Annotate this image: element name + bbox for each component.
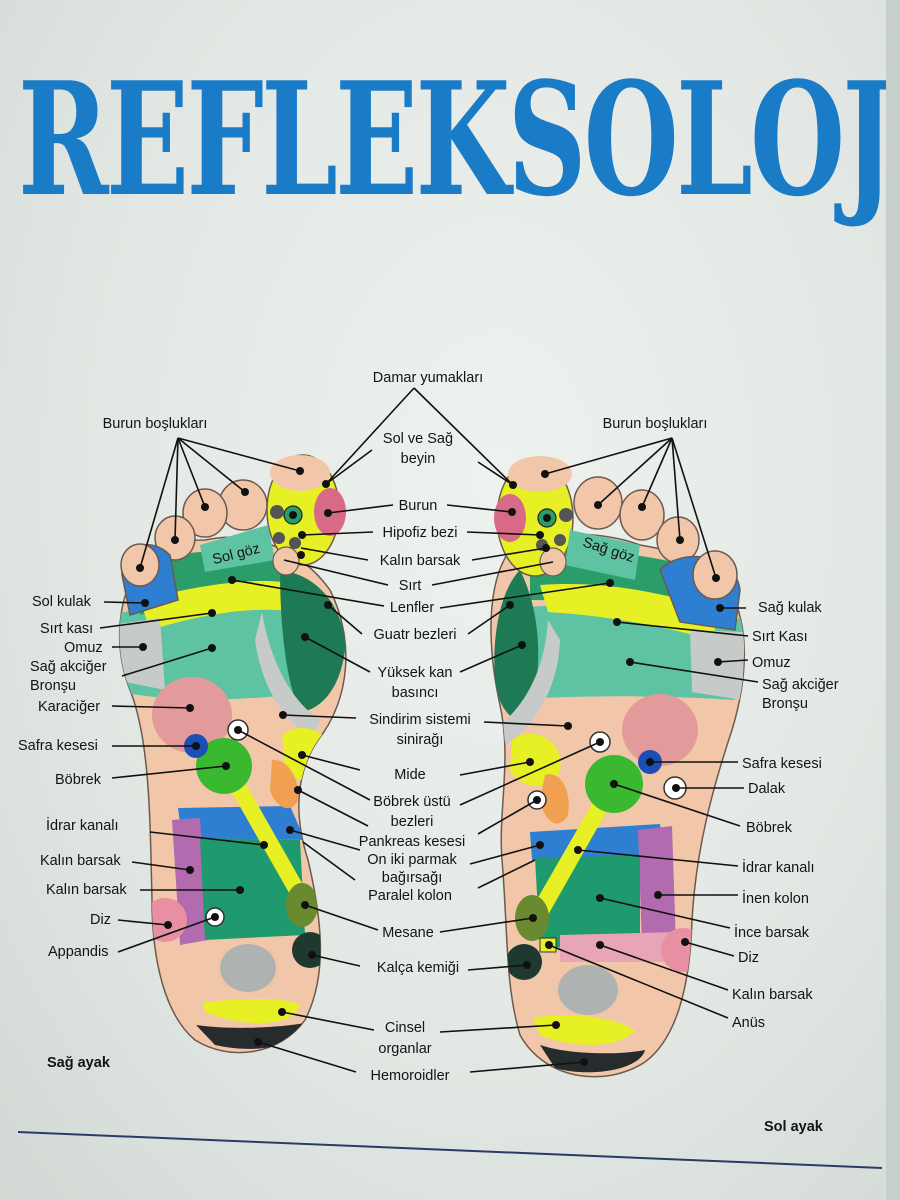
label-sindirim-2: sinirağı (397, 732, 444, 748)
label-appandis: Appandis (48, 944, 108, 960)
label-safra-right: Safra kesesi (742, 756, 822, 772)
label-sirt: Sırt (399, 578, 422, 594)
label-inen-kolon: İnen kolon (742, 889, 809, 907)
label-ince-barsak: İnce barsak (734, 923, 810, 941)
label-kalin-barsak-center: Kalın barsak (380, 553, 461, 569)
label-sag-kulak: Sağ kulak (758, 600, 822, 616)
label-hemoroidler: Hemoroidler (371, 1068, 450, 1084)
label-kalin-barsak-right: Kalın barsak (732, 987, 813, 1003)
label-omuz-left: Omuz (64, 640, 103, 656)
left-toe-3 (182, 488, 228, 538)
left-grey-shoulder (119, 618, 165, 690)
label-damar: Damar yumakları (373, 370, 483, 386)
label-pankreas: Pankreas kesesi (359, 834, 465, 850)
label-burun-bosluklari-right: Burun boşlukları (603, 416, 708, 432)
right-eye-area (565, 530, 640, 580)
label-cinsel-1: Cinsel (385, 1020, 425, 1036)
left-foot: Sol göz (118, 454, 347, 1054)
left-hip (292, 932, 328, 968)
label-dalak: Dalak (748, 781, 786, 797)
label-sol-ayak: Sol ayak (764, 1119, 824, 1135)
label-sag-akciger-right-1: Sağ akciğer (762, 677, 839, 693)
label-idrar-right: İdrar kanalı (742, 858, 815, 876)
left-liver (152, 677, 232, 753)
left-orange (270, 759, 299, 809)
leader-lines (99, 387, 759, 1073)
label-diz-left: Diz (90, 912, 111, 928)
right-heel-grey (558, 965, 618, 1015)
right-colon-pink (560, 932, 680, 962)
label-anus: Anüs (732, 1015, 765, 1031)
label-sag-ayak: Sağ ayak (47, 1055, 111, 1071)
left-grey-arch (255, 612, 320, 740)
right-hip (506, 944, 542, 980)
label-burun: Burun (399, 498, 438, 514)
left-sex-organs (203, 998, 300, 1024)
label-sirt-kasi-right: Sırt Kası (752, 629, 808, 645)
right-colon-purple (638, 826, 676, 948)
label-cinsel-2: organlar (378, 1041, 431, 1057)
label-yuksek-kan-2: basıncı (392, 685, 439, 701)
label-bobrek-right: Böbrek (746, 820, 793, 836)
label-burun-bosluklari-left: Burun boşlukları (103, 416, 208, 432)
label-safra-left: Safra kesesi (18, 738, 98, 754)
left-toes: Sol göz (120, 454, 346, 616)
label-bobrek-ustu-1: Böbrek üstü (373, 794, 450, 810)
label-kalin-barsak-left-2: Kalın barsak (46, 882, 127, 898)
label-sol-kulak: Sol kulak (32, 594, 92, 610)
label-mide: Mide (394, 767, 425, 783)
left-heel-grey (220, 944, 276, 992)
label-guatr: Guatr bezleri (373, 627, 456, 643)
left-colon-blue (178, 806, 305, 840)
label-sindirim-1: Sindirim sistemi (369, 712, 471, 728)
right-hemorrhoid-arc (540, 1045, 645, 1073)
label-kalca: Kalça kemiği (377, 960, 459, 976)
right-knee-pink (661, 928, 705, 972)
right-big-toe-pink (494, 494, 526, 542)
label-bobrek-left: Böbrek (55, 772, 102, 788)
label-kalin-barsak-left-1: Kalın barsak (40, 853, 121, 869)
label-idrar-left: İdrar kanalı (46, 816, 119, 834)
label-sol-sag-beyin-1: Sol ve Sağ (383, 431, 453, 447)
label-mesane: Mesane (382, 925, 434, 941)
label-omuz-right: Omuz (752, 655, 791, 671)
label-on-iki-1: On iki parmak (367, 852, 457, 868)
label-bobrek-ustu-2: bezleri (391, 814, 434, 830)
left-eye-area (200, 525, 275, 572)
label-karaciger: Karaciğer (38, 699, 100, 715)
labels: Damar yumakları Burun boşlukları Burun b… (18, 370, 839, 1135)
label-sirt-kasi-left: Sırt kası (40, 621, 93, 637)
right-grey-arch (500, 620, 560, 745)
label-sag-akciger-left-1: Sağ akciğer (30, 659, 107, 675)
right-mide-yellow (510, 733, 561, 786)
label-lenfler: Lenfler (390, 600, 435, 616)
right-ureter (532, 790, 616, 915)
label-paralel: Paralel kolon (368, 888, 452, 904)
bottom-border-line (17, 1131, 883, 1169)
right-colon-blue (530, 824, 665, 860)
right-spleen (622, 694, 698, 766)
right-big-toe-top (508, 456, 572, 492)
poster-frame-edge (886, 0, 900, 1200)
label-on-iki-2: bağırsağı (382, 870, 442, 886)
label-sol-sag-beyin-2: beyin (401, 451, 436, 467)
label-hipofiz: Hipofiz bezi (383, 525, 458, 541)
label-sag-akciger-left-2: Bronşu (30, 678, 76, 694)
right-toes: Sağ göz (494, 456, 741, 631)
right-orange (540, 774, 569, 824)
left-ureter (222, 770, 306, 898)
label-sag-akciger-right-2: Bronşu (762, 696, 808, 712)
label-yuksek-kan-1: Yüksek kan (378, 665, 453, 681)
right-toe-3 (619, 489, 665, 541)
label-diz-right: Diz (738, 950, 759, 966)
